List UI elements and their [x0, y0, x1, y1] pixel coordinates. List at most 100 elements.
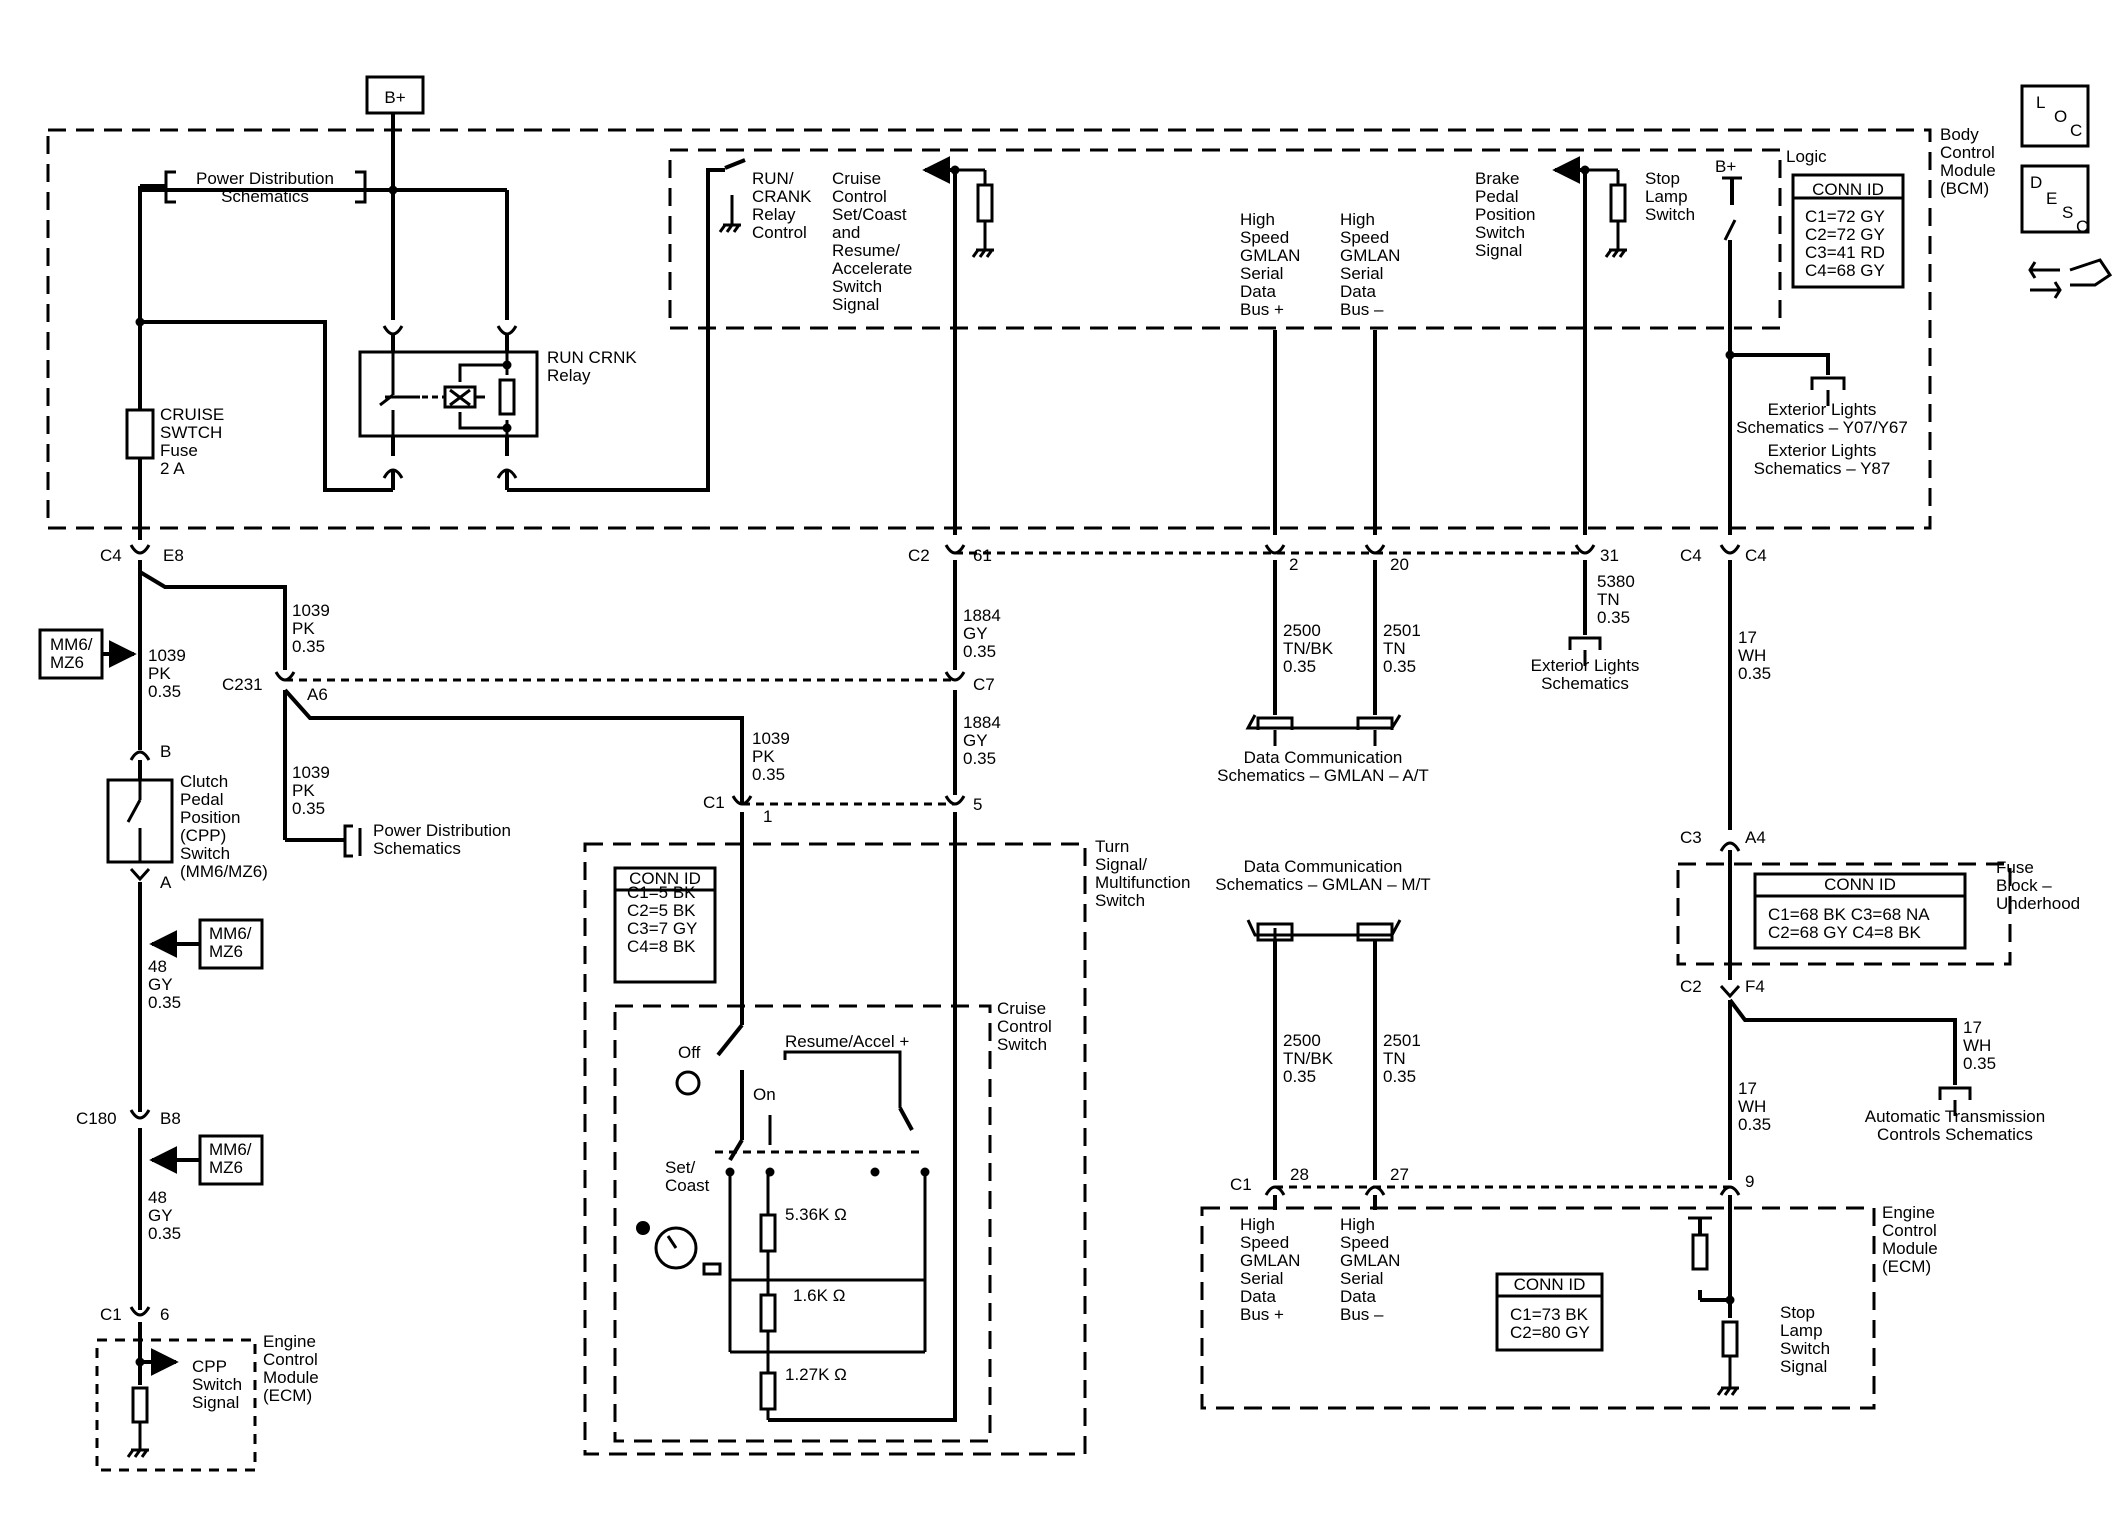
ground-icon: [140, 1449, 149, 1458]
connector-symbol: [944, 671, 966, 682]
speedometer-icon: [654, 1226, 698, 1270]
connector-label-c1_ecm_l: C1: [100, 1305, 122, 1324]
wire-label-w2500_a-line: 0.35: [1283, 657, 1316, 676]
hs-bus-plus-bcm-label-line: Data: [1240, 282, 1276, 301]
hs-bus-plus-bcm-label-line: Bus +: [1240, 300, 1284, 319]
switch-off-contact: [675, 1070, 701, 1096]
wire-label-w2501_b-line: TN: [1383, 1049, 1406, 1068]
cpp-signal-label-line: Signal: [192, 1393, 239, 1412]
cruise-signal-label-line: Switch: [832, 277, 882, 296]
run-crank-relay-control-label-line: CRANK: [752, 187, 812, 206]
run-crank-relay-control-label-line: RUN/: [752, 169, 794, 188]
desc-icon: [2020, 164, 2090, 234]
connector-symbol: [1719, 984, 1741, 999]
power-dist-top-label-line: Schematics: [221, 187, 309, 206]
ground-icon: [718, 224, 727, 233]
connector-label-p9: 9: [1745, 1172, 1754, 1191]
schematic-reference: [164, 170, 176, 204]
connector-label-c4r_r: C4: [1745, 546, 1767, 565]
brake-signal-label-line: Signal: [1475, 241, 1522, 260]
cpp-signal-label-line: Switch: [192, 1375, 242, 1394]
speedometer-icon: [636, 1221, 650, 1235]
wire: [138, 570, 287, 670]
connector-label-c4: C4: [100, 546, 122, 565]
hs-bus-minus-ecm-label-line: Speed: [1340, 1233, 1389, 1252]
connector-symbol: [1719, 841, 1741, 852]
ext-lights-y07-label-line: Schematics – Y07/Y67: [1736, 418, 1908, 437]
schematic-reference: [1246, 919, 1402, 937]
run-crank-relay-control-label-line: Relay: [752, 205, 796, 224]
connector-label-b: B: [160, 742, 171, 761]
ext-lights-y87-label-line: Exterior Lights: [1768, 441, 1877, 460]
speedometer-icon: [702, 1262, 722, 1276]
wire-label-w48_a-line: 0.35: [148, 993, 181, 1012]
loc-icon: [2020, 84, 2090, 148]
wire: [1728, 998, 1957, 1085]
mm6-mz6-label-3-line: MZ6: [209, 1158, 243, 1177]
hs-bus-minus-ecm-label-line: GMLAN: [1340, 1251, 1400, 1270]
wire-label-w5380-line: TN: [1597, 590, 1620, 609]
cruise-fuse-label-line: 2 A: [160, 459, 185, 478]
ecm-right-label-line: Module: [1882, 1239, 1938, 1258]
brake-signal-label-line: Switch: [1475, 223, 1525, 242]
fuse-block-label-line: Fuse: [1996, 858, 2034, 877]
wire-label-w1039_b-line: PK: [148, 664, 171, 683]
turn-signal-conn-lines-line: C3=7 GY: [627, 919, 697, 938]
ext-lights-label-line: Schematics: [1541, 674, 1629, 693]
wire: [1730, 353, 1830, 375]
bcm-title-line: Control: [1940, 143, 1995, 162]
connector-label-c2_bcm: C2: [908, 546, 930, 565]
wire-label-w17_b-line: WH: [1963, 1036, 1991, 1055]
wire-label-w1884_b-line: GY: [963, 731, 988, 750]
wire-label-w48_a-line: 48: [148, 957, 167, 976]
ecm-left-box: [95, 1338, 257, 1472]
fuse-block-label-line: Underhood: [1996, 894, 2080, 913]
splice-dot: [502, 360, 512, 370]
hs-bus-plus-ecm-label-line: High: [1240, 1215, 1275, 1234]
cruise-signal-label-line: Signal: [832, 295, 879, 314]
ext-lights-label-line: Exterior Lights: [1531, 656, 1640, 675]
resistor: [759, 1213, 777, 1253]
resistor: [1609, 183, 1627, 223]
wire-label-w17_c-line: 17: [1738, 1079, 1757, 1098]
resistor: [1691, 1233, 1709, 1271]
bcm-title-line: Module: [1940, 161, 1996, 180]
option-box: [38, 628, 104, 680]
turn-signal-conn-id: [613, 866, 717, 984]
ground-icon: [732, 224, 741, 233]
ecm-right-label-line: Engine: [1882, 1203, 1935, 1222]
schematic-reference: [1245, 714, 1402, 730]
loc-icon-letter: O: [2054, 107, 2067, 126]
wire-label-w48_b-line: 0.35: [148, 1224, 181, 1243]
connector-view-icon: [2028, 258, 2113, 287]
wire: [716, 1023, 744, 1057]
hs-bus-plus-ecm-label-line: GMLAN: [1240, 1251, 1300, 1270]
resistor: [976, 183, 994, 223]
brake-signal-label-line: Position: [1475, 205, 1535, 224]
cpp-signal-label-line: CPP: [192, 1357, 227, 1376]
set-coast-label-line: Coast: [665, 1176, 710, 1195]
connector-label-p31: 31: [1600, 546, 1619, 565]
connector-label-e8: E8: [163, 546, 184, 565]
clutch-switch-label-line: (CPP): [180, 826, 226, 845]
resistor: [498, 378, 516, 416]
power-dist-top-label-line: Power Distribution: [196, 169, 334, 188]
ground-icon: [126, 1449, 135, 1458]
wire: [126, 799, 142, 823]
hs-bus-minus-ecm-label-line: Bus –: [1340, 1305, 1384, 1324]
power-label: B+: [384, 88, 405, 107]
ecm-conn-lines-line: C2=80 GY: [1510, 1323, 1590, 1342]
connector-symbol: [1719, 544, 1741, 555]
